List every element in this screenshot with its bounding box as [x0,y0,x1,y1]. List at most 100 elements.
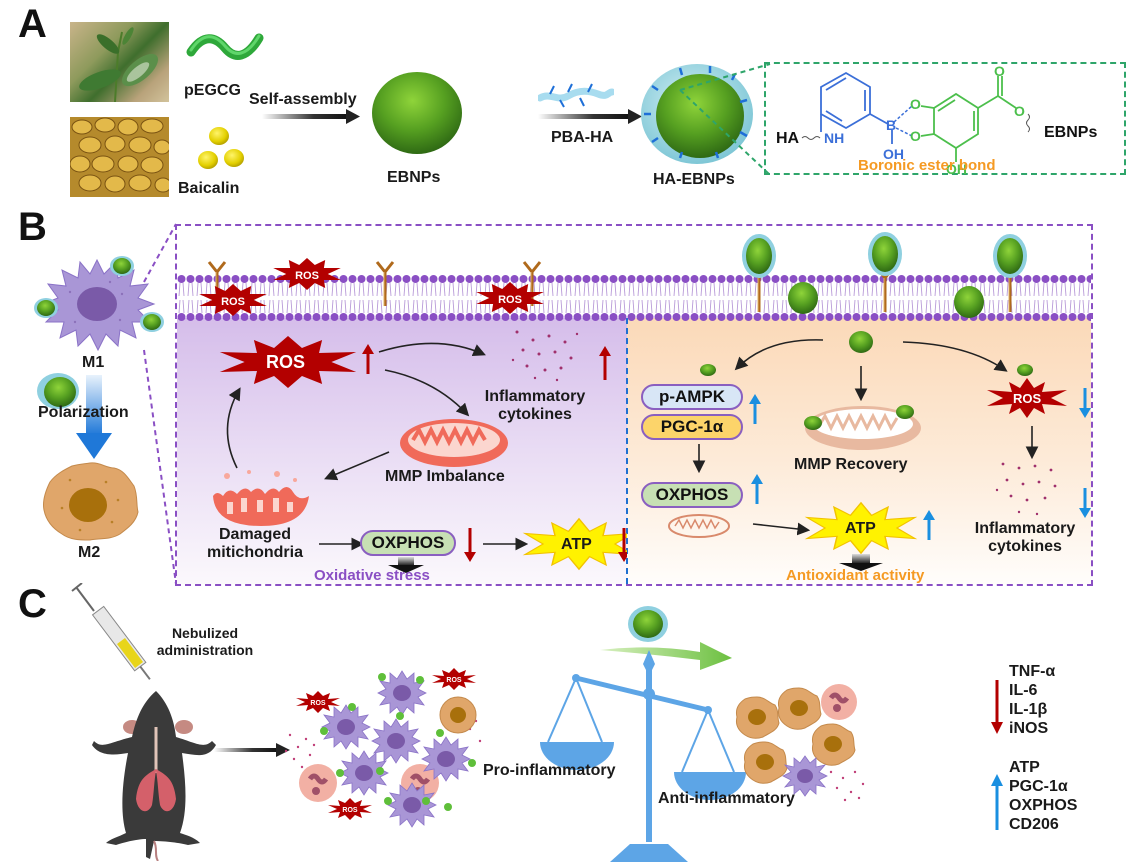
left-atp-label: ATP [561,536,592,553]
cytokines-down-arrow-icon [1079,488,1091,518]
inflamed-cell-cluster: ROS ROS ROS [284,668,482,828]
cluster-ros-label: ROS [342,807,358,814]
pgc1a-pill: PGC-1α [641,414,743,440]
pba-ha-arrow-icon [538,109,642,124]
mmp-recovery-mitochondria-icon [804,405,921,450]
pro-inflammatory-label: Pro-inflammatory [483,762,616,779]
self-assembly-arrow-icon [262,109,360,124]
pegcg-label: pEGCG [184,82,241,99]
chem-ha-text: HA [776,130,800,147]
resolved-cell-cluster [735,684,865,802]
receptor-icon [375,260,395,308]
bound-nanoparticle [742,234,776,314]
pba-ha-polymer-icon [538,83,614,108]
down-markers-list: TNF-α IL-6 IL-1β iNOS [1009,662,1055,738]
chem-o1-text: O [910,96,921,112]
marker-il6: IL-6 [1009,682,1038,699]
nebulized-line-1: Nebulized [171,625,239,641]
m2-label: M2 [78,544,101,561]
marker-tnf: TNF-α [1009,663,1056,680]
membrane-ros-label: ROS [221,296,245,308]
panel-b-letter: B [18,205,47,249]
antioxidant-arrow-icon [839,554,883,571]
marker-inos: iNOS [1009,720,1049,737]
boronic-ester-structure-diagram: HA NH B OH O O O O OH EBNPs Boronic este… [776,63,1097,177]
ha-ebnps-label: HA-EBNPs [653,171,735,188]
panel-divider [626,318,628,584]
marker-cd206: CD206 [1009,816,1059,833]
marker-pgc1a: PGC-1α [1009,778,1068,795]
chem-carbonyl-o-text: O [994,64,1005,79]
left-oxphos-pill: OXPHOS [360,530,456,556]
internalized-nanoparticle [788,282,818,314]
internalized-nanoparticle [954,286,984,318]
damaged-line-1: Damaged [218,526,292,543]
right-ros-label: ROS [1013,391,1042,406]
m1-label: M1 [82,354,105,371]
bound-nanoparticle [868,232,902,314]
healthy-mitochondria-icon [668,514,730,538]
right-cytokines-dots [995,462,1057,516]
damaged-line-2: mitichondria [206,544,303,561]
atp-down-arrow-icon [618,528,627,562]
panel-c-letter: C [18,582,47,626]
inflammatory-line-2: cytokines [498,406,572,423]
nebulized-administration-label: Nebulized administration [130,625,280,659]
ebnps-nanoparticle-icon [372,72,462,154]
mmp-imbalance-label: MMP Imbalance [385,468,505,485]
polarization-label: Polarization [38,404,129,421]
chem-boron-oh-text: OH [883,146,904,162]
mmp-imbalance-mitochondria-icon [400,419,508,467]
pampk-up-arrow-icon [749,394,761,424]
polarization-nanoparticle-icon [37,373,79,409]
m1-zoom-connector [143,223,177,585]
center-nanoparticle-icon [849,331,873,353]
antioxidant-activity-label: Antioxidant activity [786,567,925,584]
right-oxphos-pill: OXPHOS [641,482,743,508]
self-assembly-label: Self-assembly [249,91,357,108]
m2-macrophage-icon [43,462,139,541]
ros-down-arrow-icon [1079,388,1091,418]
polarization-arrow-icon [76,375,112,459]
right-atp-label: ATP [845,520,876,537]
pba-ha-label: PBA-HA [551,129,614,146]
oxphos-down-arrow-icon [464,528,476,562]
mouse-to-cells-arrow-icon [214,743,290,757]
damaged-mitochondria-label: Damaged mitichondria [190,526,320,562]
right-inflammatory-line-1: Inflammatory [974,520,1076,537]
pegcg-polymer-icon [186,33,264,60]
cytokines-up-arrow-icon [599,346,611,380]
nebulized-line-2: administration [156,642,254,658]
boronic-ester-bond-label: Boronic ester bond [858,157,996,174]
cluster-ros-label: ROS [310,700,326,707]
marker-oxphos: OXPHOS [1009,797,1078,814]
oxidative-stress-label: Oxidative stress [314,567,430,584]
right-inflammatory-cytokines-label: Inflammatory cytokines [960,520,1090,556]
mmp-recovery-label: MMP Recovery [794,456,908,473]
marker-atp: ATP [1009,759,1040,776]
baicalin-molecule-icon [198,127,244,169]
nanoparticle-icon [1017,364,1033,376]
chem-ebnps-text: EBNPs [1044,124,1097,141]
baicalin-root-image [70,117,169,197]
oxphos-up-arrow-icon [751,474,763,504]
balance-scale-icon [540,606,746,862]
oxidative-stress-arrow-icon [388,557,424,573]
chem-boron-text: B [886,117,896,133]
chem-ester-o-text: O [1014,103,1025,119]
chem-o2-text: O [910,128,921,144]
ros-up-arrow-icon [362,344,374,374]
nanoparticle-icon [700,364,716,376]
zoom-connector-lines [679,63,771,176]
membrane-ros-label: ROS [498,294,522,306]
m1-macrophage-icon [34,256,164,352]
tea-plant-image [70,22,169,102]
inflammatory-cytokines-dots [511,330,579,382]
syringe-icon [71,583,151,680]
bound-nanoparticle [993,234,1027,314]
membrane-elements: ROS ROS ROS [199,232,1027,318]
right-inflammatory-line-2: cytokines [988,538,1062,555]
mouse-with-lungs-icon [92,691,216,861]
ebnps-label: EBNPs [387,169,441,186]
atp-up-arrow-icon [923,510,935,540]
